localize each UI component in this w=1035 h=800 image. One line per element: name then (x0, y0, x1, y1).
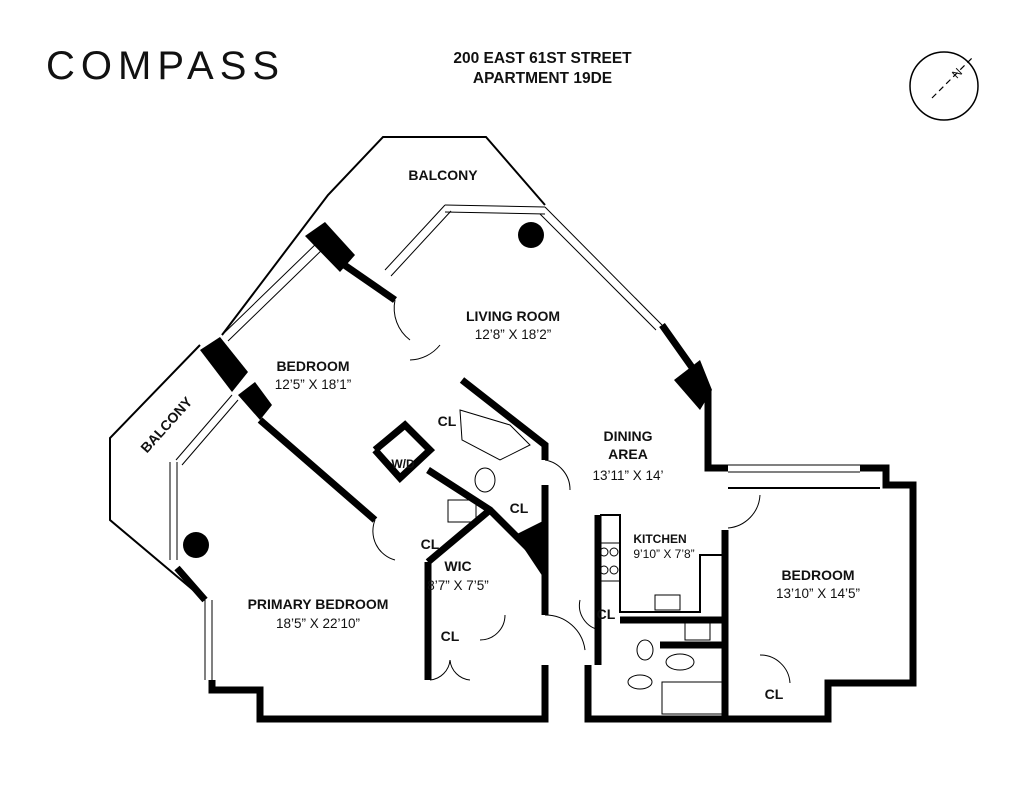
closet-label: CL (510, 500, 529, 516)
north-arrow-icon: N (909, 51, 979, 121)
balcony-left-outline (109, 344, 206, 601)
bedroom-label: BEDROOM (276, 358, 349, 374)
closet-label: CL (421, 536, 440, 552)
dining-dims: 13’11” X 14’ (592, 468, 663, 483)
bedroom-dims: 12’5” X 18’1” (275, 377, 352, 392)
address-line-2: APARTMENT 19DE (472, 70, 613, 87)
exterior-wall-southwest (174, 565, 208, 603)
living-room-dims: 12’8” X 18’2” (475, 327, 552, 342)
closet-label: CL (765, 686, 784, 702)
exterior-wall (659, 322, 728, 472)
column (238, 382, 272, 420)
wic-dims: 8’7” X 7’5” (427, 578, 489, 593)
balcony-left-label: BALCONY (137, 393, 196, 456)
kitchen-label: KITCHEN (633, 532, 686, 546)
column (674, 360, 712, 410)
exterior-wall-south (208, 665, 549, 723)
primary-bedroom-label: PRIMARY BEDROOM (248, 596, 389, 612)
balcony-top-label: BALCONY (408, 167, 478, 183)
compass-logo: COMPASS (46, 44, 286, 88)
closet-label: CL (597, 606, 616, 622)
furniture-dot (518, 222, 544, 248)
dining-label-1: DINING (604, 428, 653, 444)
address-line-1: 200 EAST 61ST STREET (453, 50, 632, 67)
doors (372, 299, 791, 684)
closet-label: CL (441, 628, 460, 644)
bedroom2-label: BEDROOM (781, 567, 854, 583)
living-room-label: LIVING ROOM (466, 308, 560, 324)
windows (169, 204, 860, 680)
kitchen-dims: 9’10” X 7’8” (633, 547, 694, 561)
bedroom2-dims: 13’10” X 14’5” (776, 586, 860, 601)
fixtures (447, 409, 725, 715)
interior-walls (257, 259, 880, 719)
balcony-top-outline (221, 136, 546, 336)
column (200, 337, 248, 392)
wic-label: WIC (444, 558, 471, 574)
closet-label: CL (438, 413, 457, 429)
furniture-dot (183, 532, 209, 558)
primary-bedroom-dims: 18’5” X 22’10” (276, 616, 360, 631)
property-address: 200 EAST 61ST STREET APARTMENT 19DE (400, 49, 685, 89)
dining-label-2: AREA (608, 446, 648, 462)
exterior-wall-east (584, 464, 917, 723)
washer-dryer-label: W/D (391, 457, 415, 471)
